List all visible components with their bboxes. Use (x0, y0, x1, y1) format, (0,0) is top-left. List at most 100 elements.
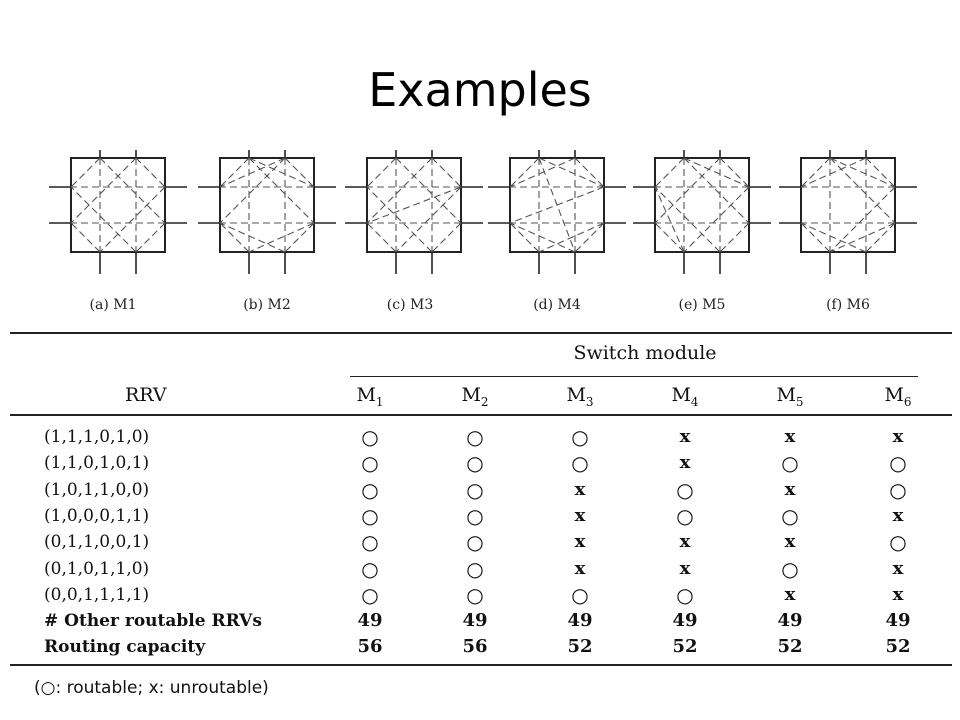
summary-value: 49 (462, 610, 488, 631)
summary-value: 52 (885, 636, 911, 657)
figure-caption: (f) M6 (826, 297, 870, 313)
module-header-base: M (671, 384, 691, 406)
figure-caption: (d) M4 (533, 297, 581, 313)
module-header-subscript: 3 (585, 394, 594, 409)
routability-mark: ○ (676, 583, 694, 607)
routability-mark: ○ (361, 583, 379, 607)
module-header-base: M (356, 384, 376, 406)
summary-value: 56 (462, 636, 488, 657)
module-column-header: M3 (530, 382, 630, 415)
routability-mark: x (784, 426, 796, 447)
table-bottom-rule (10, 664, 952, 666)
routability-mark: ○ (361, 530, 379, 554)
module-column-header: M1 (320, 382, 420, 415)
rrv-label: (0,1,1,0,0,1) (44, 532, 150, 552)
routability-mark: ○ (571, 425, 589, 449)
switch-module-diagram (779, 150, 917, 274)
figure-caption: (e) M5 (678, 297, 726, 313)
routability-mark: x (679, 558, 691, 579)
module-header-base: M (884, 384, 904, 406)
summary-value: 49 (357, 610, 383, 631)
routability-mark: x (574, 479, 586, 500)
routability-mark: ○ (466, 530, 484, 554)
summary-label: # Other routable RRVs (44, 611, 262, 631)
rrv-column-header: RRV (125, 384, 167, 406)
routability-mark: ○ (889, 530, 907, 554)
rrv-label: (1,1,1,0,1,0) (44, 427, 150, 447)
summary-value: 49 (567, 610, 593, 631)
rrv-label: (0,1,0,1,1,0) (44, 559, 150, 579)
routability-mark: ○ (361, 478, 379, 502)
switch-module-header: Switch module (573, 342, 717, 364)
module-header-subscript: 5 (795, 394, 804, 409)
routability-mark: x (892, 584, 904, 605)
rrv-label: (1,0,1,1,0,0) (44, 480, 150, 500)
routability-mark: x (784, 531, 796, 552)
switch-module-diagram (49, 150, 187, 274)
switch-module-figures (49, 150, 917, 274)
routability-mark: ○ (361, 451, 379, 475)
routability-mark: ○ (466, 478, 484, 502)
summary-value: 49 (672, 610, 698, 631)
summary-value: 52 (567, 636, 593, 657)
routability-mark: ○ (361, 504, 379, 528)
module-header-subscript: 2 (480, 394, 489, 409)
figure-caption: (c) M3 (386, 297, 434, 313)
switch-module-diagram (488, 150, 626, 274)
switch-module-diagram (198, 150, 336, 274)
module-column-header: M2 (425, 382, 525, 415)
routability-mark: ○ (571, 583, 589, 607)
routability-mark: ○ (361, 557, 379, 581)
routability-mark: ○ (466, 583, 484, 607)
rrv-label: (1,1,0,1,0,1) (44, 453, 150, 473)
routability-mark: x (574, 531, 586, 552)
rrv-label: (0,0,1,1,1,1) (44, 585, 150, 605)
routability-mark: x (892, 426, 904, 447)
switch-module-diagram (633, 150, 771, 274)
summary-value: 52 (777, 636, 803, 657)
routability-mark: x (892, 505, 904, 526)
figure-caption: (b) M2 (243, 297, 291, 313)
routability-mark: ○ (466, 425, 484, 449)
routability-mark: x (784, 584, 796, 605)
routability-mark: x (892, 558, 904, 579)
slide-title: Examples (368, 63, 592, 117)
module-header-base: M (566, 384, 586, 406)
routability-mark: ○ (676, 504, 694, 528)
summary-value: 49 (777, 610, 803, 631)
routability-mark: ○ (781, 557, 799, 581)
routability-mark: x (679, 426, 691, 447)
rrv-label: (1,0,0,0,1,1) (44, 506, 150, 526)
switch-module-rule (350, 376, 918, 377)
routability-mark: ○ (466, 451, 484, 475)
routability-mark: ○ (571, 451, 589, 475)
summary-value: 56 (357, 636, 383, 657)
routability-mark: ○ (781, 504, 799, 528)
routability-mark: ○ (889, 451, 907, 475)
summary-value: 52 (672, 636, 698, 657)
routability-mark: x (574, 505, 586, 526)
table-legend: (○: routable; x: unroutable) (34, 678, 269, 698)
routability-mark: ○ (361, 425, 379, 449)
summary-value: 49 (885, 610, 911, 631)
table-top-rule (10, 332, 952, 334)
module-header-base: M (461, 384, 481, 406)
module-header-subscript: 1 (375, 394, 384, 409)
routability-mark: x (574, 558, 586, 579)
switch-module-diagram (345, 150, 483, 274)
routability-mark: ○ (676, 478, 694, 502)
routability-mark: ○ (781, 451, 799, 475)
table-header-rule (10, 414, 952, 416)
routability-mark: x (784, 479, 796, 500)
module-header-subscript: 4 (690, 394, 699, 409)
module-column-header: M6 (848, 382, 948, 415)
routability-mark: ○ (466, 557, 484, 581)
routability-mark: x (679, 452, 691, 473)
routability-mark: ○ (466, 504, 484, 528)
figure-caption: (a) M1 (89, 297, 137, 313)
routability-mark: ○ (889, 478, 907, 502)
module-header-base: M (776, 384, 796, 406)
routability-mark: x (679, 531, 691, 552)
module-header-subscript: 6 (903, 394, 912, 409)
summary-label: Routing capacity (44, 637, 206, 657)
